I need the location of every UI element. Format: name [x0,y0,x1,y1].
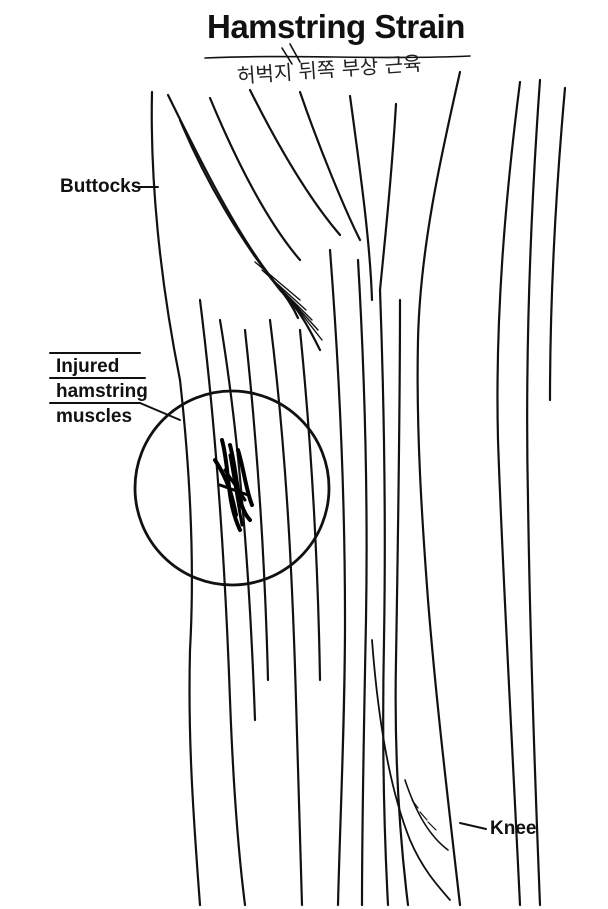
label-injured-line1: Injured [56,356,119,378]
page-title: Hamstring Strain [207,8,465,46]
label-injured-line3: muscles [56,406,132,428]
label-injured-line2: hamstring [56,381,148,403]
label-knee: Knee [490,818,536,840]
label-buttocks: Buttocks [60,176,141,198]
